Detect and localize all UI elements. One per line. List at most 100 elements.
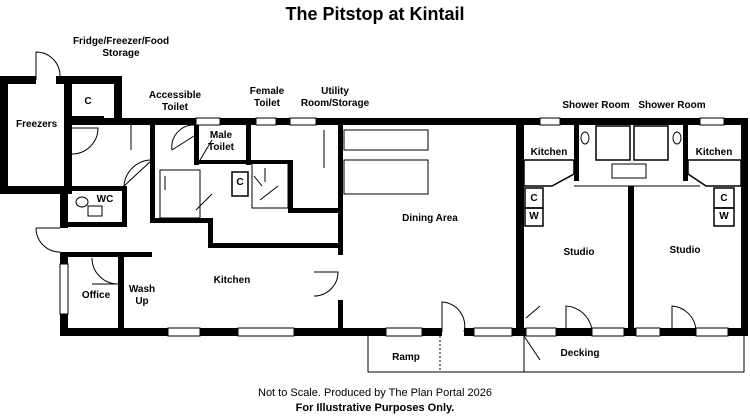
window-top-4 (539, 117, 561, 126)
window-office (59, 263, 69, 315)
wall-wc-top (64, 186, 126, 191)
counter-dining-2 (343, 159, 429, 195)
washbasins (611, 163, 647, 179)
label-utility-room: Utility Room/Storage (300, 86, 370, 109)
door-male-inner (199, 139, 213, 161)
wall-top-1 (64, 118, 196, 125)
wall-top-6 (724, 118, 748, 125)
door-male (195, 193, 213, 211)
wall-h-218 (150, 218, 208, 223)
plan-title: The Pitstop at Kintail (285, 4, 465, 24)
cubicle-accessible (159, 169, 201, 219)
wall-v-150 (150, 125, 155, 223)
wall-v-194 (194, 125, 199, 165)
label-shower-room-1: Shower Room (562, 100, 630, 111)
wall-v-338-a (338, 125, 343, 255)
window-top-1 (195, 117, 221, 126)
wall-studio-left (516, 118, 524, 336)
wall-freezer-right (64, 84, 72, 194)
doors (35, 51, 697, 333)
window-top-5 (699, 117, 725, 126)
door-office (91, 257, 119, 285)
toilet-shower-2 (672, 131, 682, 145)
wall-left-1 (60, 194, 68, 228)
label-male-c: C (236, 177, 244, 188)
wall-top-4 (316, 118, 540, 125)
cupboard-male (231, 171, 249, 197)
label-studio1-w: W (529, 211, 539, 222)
arrows (130, 124, 325, 190)
wall-v-208 (208, 218, 213, 248)
studio2-w-box (713, 207, 735, 227)
label-accessible-toilet: Accessible Toilet (148, 90, 202, 113)
door-studio1-side (525, 305, 541, 319)
wc-basin (87, 205, 103, 217)
label-studio-1: Studio (563, 247, 595, 258)
wall-shower2-right (683, 125, 688, 181)
wall-h-243 (208, 243, 342, 248)
wall-v-246 (246, 125, 251, 165)
wall-wc-bottom (64, 222, 126, 227)
counter-dining-1 (343, 129, 429, 151)
decking-outline (523, 336, 745, 373)
wall-v-288 (288, 160, 293, 212)
footer-disclaimer: For Illustrative Purposes Only. (295, 402, 455, 414)
window-bottom-4 (473, 327, 513, 337)
window-bottom-7 (635, 327, 661, 337)
label-cupboard-c: C (84, 96, 92, 107)
wall-v-338-b (338, 300, 343, 336)
wall-office-top (60, 252, 120, 257)
window-bottom-5 (525, 327, 557, 337)
window-top-3 (289, 117, 317, 126)
wall-right (741, 118, 748, 336)
wall-freezer-left (0, 76, 8, 194)
door-female (259, 185, 279, 201)
label-studio2-w: W (719, 211, 729, 222)
label-female-toilet: Female Toilet (249, 86, 285, 109)
door-studio2 (671, 305, 697, 332)
wall-wc-right (122, 186, 127, 227)
wall-bottom-10 (728, 328, 748, 336)
label-office: Office (81, 290, 111, 301)
wall-freezer-top-a (0, 76, 36, 84)
wall-studio-divider (628, 186, 634, 336)
wall-bottom-9 (660, 328, 696, 336)
studio1-w-box (524, 207, 544, 227)
shower-tray-1 (595, 125, 631, 161)
wall-bottom-1 (60, 328, 168, 336)
door-freezer-top (35, 51, 61, 80)
wall-top-3 (276, 118, 290, 125)
door-main-entrance (441, 301, 466, 333)
wall-shower1-left (574, 125, 579, 181)
wall-h-160 (196, 160, 292, 164)
wall-top-2 (220, 118, 256, 125)
window-bottom-8 (695, 327, 729, 337)
label-kitchen-main: Kitchen (213, 275, 251, 286)
label-studio2-c: C (720, 193, 728, 204)
footer-note: Not to Scale. Produced by The Plan Porta… (258, 387, 492, 399)
wall-top-5 (560, 118, 700, 125)
wc-toilet (75, 196, 89, 208)
wall-freezer-top-b (56, 76, 122, 84)
label-kitchen-right: Kitchen (695, 147, 733, 158)
label-freezers: Freezers (16, 119, 58, 130)
label-decking: Decking (560, 348, 600, 359)
label-kitchen-left: Kitchen (530, 147, 568, 158)
label-fridge-storage: Fridge/Freezer/Food Storage (72, 36, 170, 59)
window-bottom-1 (167, 327, 201, 337)
wall-c-right (114, 76, 122, 122)
counter-left (523, 159, 575, 187)
window-bottom-2 (237, 327, 295, 337)
wall-washup-top (118, 252, 152, 257)
door-entrance-left (35, 227, 61, 253)
door-female-inner (253, 175, 263, 187)
wall-freezer-bottom (0, 186, 72, 194)
wall-office-right (118, 252, 124, 336)
label-dining-area: Dining Area (402, 213, 458, 224)
label-studio1-c: C (530, 193, 538, 204)
shower-tray-2 (633, 125, 669, 161)
exterior-deck (367, 335, 745, 373)
door-accessible (171, 124, 195, 151)
window-bottom-6 (591, 327, 625, 337)
